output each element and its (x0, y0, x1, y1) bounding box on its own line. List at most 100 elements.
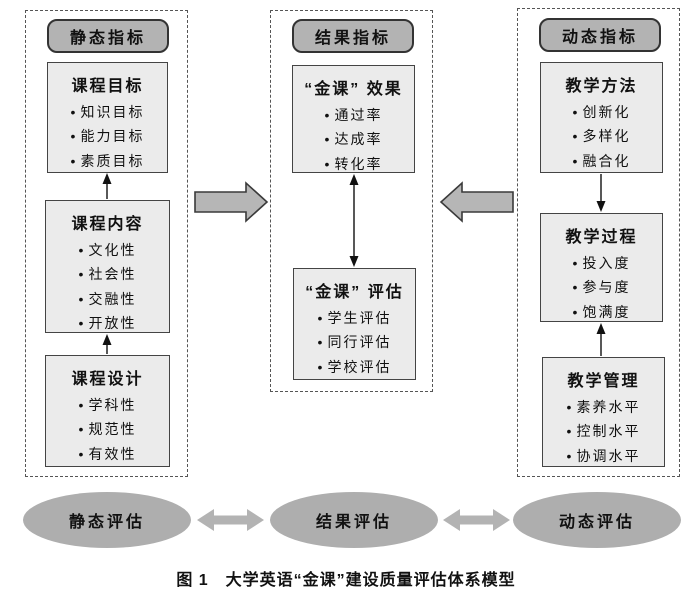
box-teaching-management: 教学管理 • 素养水平 •控制水平 •协调水平 (542, 357, 665, 467)
item-label: 协调水平 (576, 449, 641, 465)
item-label: 通过率 (334, 109, 383, 124)
list-item: •达成率 (325, 128, 383, 152)
header-label: 动态指标 (561, 29, 638, 46)
group-result-indicators (270, 10, 433, 392)
box-items: •通过率 •达成率 •转化率 (325, 104, 383, 177)
list-item: •控制水平 (567, 420, 641, 444)
bullet-icon: • (572, 128, 580, 145)
bullet-icon: • (78, 421, 86, 438)
box-course-objectives: 课程目标 •知识目标 •能力目标 •素质目标 (47, 62, 168, 173)
list-item: •素质目标 (71, 150, 145, 174)
bullet-icon: • (572, 152, 580, 169)
box-items: • 素养水平 •控制水平 •协调水平 (567, 396, 641, 469)
list-item: •饱满度 (573, 301, 631, 325)
bullet-icon: • (317, 358, 325, 375)
double-arrow-result-dynamic-evaluation (443, 509, 510, 531)
item-label: 素养水平 (576, 401, 641, 416)
item-label: 规范性 (88, 423, 137, 439)
bullet-icon: • (78, 242, 86, 258)
list-item: •文化性 (79, 239, 137, 263)
list-item: •通过率 (325, 104, 383, 128)
item-label: 学校评估 (327, 360, 392, 376)
box-items: •知识目标 •能力目标 •素质目标 (71, 101, 145, 174)
ellipse-static-evaluation: 静态评估 (23, 492, 191, 548)
list-item: •能力目标 (71, 125, 145, 149)
ellipse-label: 结果评估 (315, 514, 392, 531)
header-static-indicators: 静态指标 (47, 19, 169, 53)
bullet-icon: • (78, 397, 86, 413)
list-item: •社会性 (79, 263, 137, 287)
bullet-icon: • (566, 447, 574, 464)
block-arrow-static-to-result (194, 181, 269, 223)
bullet-icon: • (70, 128, 78, 145)
box-items: •创新化 •多样化 •融合化 (573, 101, 631, 174)
list-item: •同行评估 (318, 331, 392, 355)
bullet-icon: • (70, 152, 78, 169)
bullet-icon: • (572, 255, 580, 271)
list-item: •协调水平 (567, 445, 641, 469)
box-title: “金课” 效果 (304, 81, 403, 98)
box-title: 课程目标 (71, 78, 144, 95)
figure-caption: 图 1 大学英语“金课”建设质量评估体系模型 (176, 572, 516, 589)
item-label: 融合化 (582, 154, 631, 170)
bullet-icon: • (78, 445, 86, 462)
box-teaching-methods: 教学方法 •创新化 •多样化 •融合化 (540, 62, 663, 173)
box-title: 教学方法 (565, 78, 638, 95)
list-item: •规范性 (79, 418, 137, 442)
double-arrow-static-result-evaluation (197, 509, 264, 531)
item-label: 学生评估 (327, 312, 392, 327)
header-label: 静态指标 (69, 30, 146, 47)
bullet-icon: • (572, 104, 580, 120)
bullet-icon: • (324, 155, 332, 172)
group-dynamic-indicators (517, 8, 680, 477)
box-items: •学科性 •规范性 •有效性 (79, 394, 137, 467)
ellipse-result-evaluation: 结果评估 (270, 492, 438, 548)
list-item: •参与度 (573, 276, 631, 300)
item-label: 同行评估 (327, 336, 392, 352)
item-label: 学科性 (88, 399, 137, 414)
item-label: 创新化 (582, 106, 631, 121)
bullet-icon: • (78, 290, 86, 307)
header-dynamic-indicators: 动态指标 (539, 18, 661, 52)
item-label: 控制水平 (576, 425, 641, 441)
item-label: 投入度 (582, 257, 631, 272)
bullet-icon: • (572, 303, 580, 320)
bullet-icon: • (78, 315, 86, 332)
item-label: 素质目标 (80, 154, 145, 170)
box-items: •文化性 •社会性 •交融性 •开放性 (79, 239, 137, 337)
list-item: •开放性 (79, 312, 137, 336)
bullet-icon: • (572, 279, 580, 296)
item-label: 参与度 (582, 281, 631, 297)
list-item: •投入度 (573, 252, 631, 276)
box-items: •学生评估 •同行评估 •学校评估 (318, 307, 392, 380)
item-label: 社会性 (88, 268, 137, 284)
ellipse-label: 静态评估 (68, 514, 145, 531)
box-golden-course-evaluation: “金课” 评估 •学生评估 •同行评估 •学校评估 (293, 268, 416, 380)
box-golden-course-effect: “金课” 效果 •通过率 •达成率 •转化率 (292, 65, 415, 173)
list-item: •有效性 (79, 443, 137, 467)
list-item: •多样化 (573, 125, 631, 149)
bullet-icon: • (324, 107, 332, 123)
ellipse-dynamic-evaluation: 动态评估 (513, 492, 681, 548)
header-label: 结果指标 (314, 30, 391, 47)
list-item: •融合化 (573, 150, 631, 174)
bullet-icon: • (317, 310, 325, 326)
list-item: •交融性 (79, 288, 137, 312)
item-label: 转化率 (334, 157, 383, 173)
bullet-icon: • (324, 131, 332, 148)
bullet-icon: • (78, 266, 86, 283)
box-title: 教学管理 (567, 373, 640, 390)
item-label: 开放性 (88, 317, 137, 333)
box-teaching-process: 教学过程 •投入度 •参与度 •饱满度 (540, 213, 663, 322)
box-items: •投入度 •参与度 •饱满度 (573, 252, 631, 325)
box-title: 课程内容 (71, 216, 144, 233)
box-title: 课程设计 (71, 371, 144, 388)
box-title: 教学过程 (565, 229, 638, 246)
box-course-content: 课程内容 •文化性 •社会性 •交融性 •开放性 (45, 200, 170, 333)
header-result-indicators: 结果指标 (292, 19, 414, 53)
list-item: •学科性 (79, 394, 137, 418)
item-label: 能力目标 (80, 130, 145, 146)
ellipse-label: 动态评估 (558, 514, 635, 531)
item-label: 知识目标 (80, 106, 145, 121)
